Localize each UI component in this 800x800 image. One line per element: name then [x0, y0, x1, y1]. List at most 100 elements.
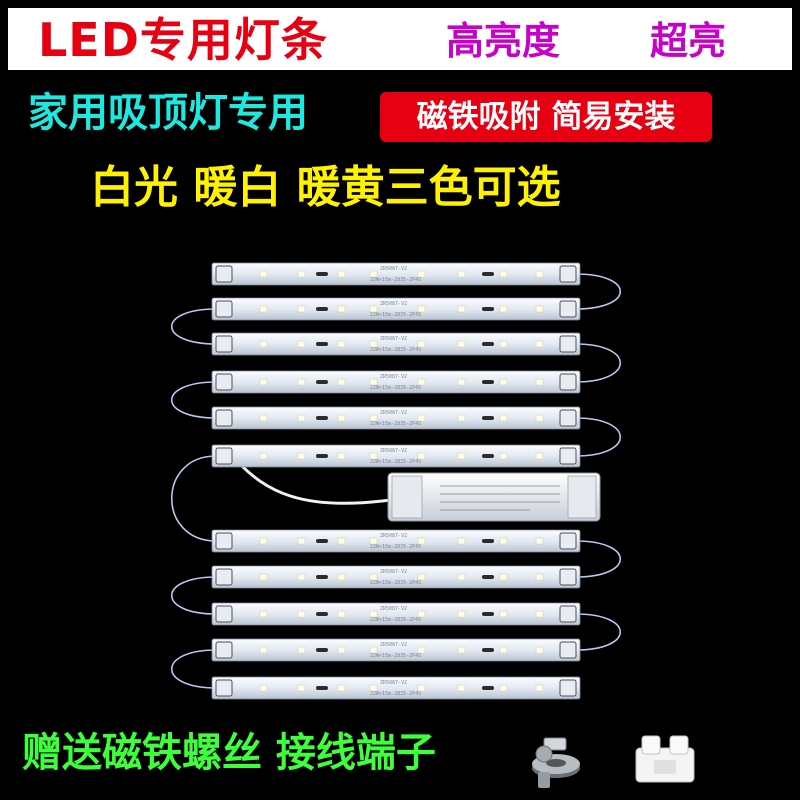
led-chip [259, 378, 268, 386]
led-chip [259, 646, 268, 654]
led-chip [259, 452, 268, 460]
strip-wire [575, 613, 621, 651]
pcb-spec-label: 22W×15m-2835-2P4S [370, 385, 421, 391]
led-chip [297, 684, 306, 692]
led-chip [417, 537, 426, 545]
color-options-text: 白光 暖白 暖黄三色可选 [90, 162, 561, 213]
pcb-spec-label: 22W×15m-2835-2P4S [370, 544, 421, 550]
led-chip [369, 537, 378, 545]
connecting-wires [171, 273, 621, 689]
led-chip [535, 305, 544, 313]
led-driver [387, 472, 601, 522]
led-chip [499, 573, 508, 581]
led-chip [337, 684, 346, 692]
led-chip [337, 305, 346, 313]
led-strip: ZR5087-V2 22W×15m-2835-2P4S [211, 638, 581, 662]
pcb-spec-label: 22W×15m-2835-2P4S [370, 459, 421, 465]
led-chip [417, 270, 426, 278]
product-title: LED专用灯条 [38, 13, 328, 67]
led-chip [369, 414, 378, 422]
led-chip [369, 378, 378, 386]
led-chip [297, 378, 306, 386]
led-strip: ZR5087-V2 22W×15m-2835-2P4S [211, 602, 581, 626]
led-chip [535, 452, 544, 460]
led-chip [259, 340, 268, 348]
led-chip [369, 684, 378, 692]
pcb-code-label: ZR5087-V2 [380, 533, 407, 539]
led-chip [417, 305, 426, 313]
strip-wire [575, 417, 621, 457]
led-chip [499, 414, 508, 422]
led-chip [337, 537, 346, 545]
led-chip [457, 270, 466, 278]
led-chip [535, 414, 544, 422]
pcb-code-label: ZR5087-V2 [380, 606, 407, 612]
led-chip [259, 414, 268, 422]
led-chip [535, 340, 544, 348]
strip-wire [171, 576, 217, 615]
pcb-spec-label: 22W×15m-2835-2P4S [370, 580, 421, 586]
led-chip [417, 573, 426, 581]
led-chip [259, 270, 268, 278]
led-chip [369, 305, 378, 313]
top-banner: LED专用灯条 高亮度 超亮 [8, 8, 792, 70]
led-chip [369, 340, 378, 348]
led-chip [499, 684, 508, 692]
led-chip [457, 414, 466, 422]
led-chip [499, 452, 508, 460]
led-chip [369, 270, 378, 278]
wire-terminal-icon [635, 735, 695, 783]
led-chip [457, 684, 466, 692]
feature-tag: 磁铁吸附 简易安装 [380, 92, 712, 142]
led-chip [457, 340, 466, 348]
led-chip [337, 378, 346, 386]
led-chip [297, 646, 306, 654]
pcb-code-label: ZR5087-V2 [380, 680, 407, 686]
led-chip [499, 537, 508, 545]
pcb-code-label: ZR5087-V2 [380, 266, 407, 272]
led-chip [457, 305, 466, 313]
led-chip [297, 340, 306, 348]
strip-wire [171, 381, 217, 419]
led-chip [499, 270, 508, 278]
led-chip [259, 573, 268, 581]
led-chip [297, 537, 306, 545]
led-chip [369, 646, 378, 654]
led-chip [297, 610, 306, 618]
led-chip [457, 378, 466, 386]
led-strip: ZR5087-V2 22W×15m-2835-2P4S [211, 529, 581, 553]
pcb-spec-label: 22W×15m-2835-2P4S [370, 617, 421, 623]
led-chip [259, 305, 268, 313]
pcb-code-label: ZR5087-V2 [380, 410, 407, 416]
pcb-spec-label: 22W×15m-2835-2P4S [370, 347, 421, 353]
pcb-code-label: ZR5087-V2 [380, 336, 407, 342]
pcb-spec-label: 22W×15m-2835-2P4S [370, 653, 421, 659]
led-chip [369, 452, 378, 460]
led-chip [535, 270, 544, 278]
led-chip [337, 414, 346, 422]
led-chip [535, 378, 544, 386]
strip-wire [171, 649, 217, 689]
usage-text: 家用吸顶灯专用 [28, 90, 308, 136]
strip-group: ZR5087-V2 22W×15m-2835-2P4S ZR5087-V2 22W×1… [211, 262, 581, 700]
driver-cable [236, 460, 391, 505]
pcb-code-label: ZR5087-V2 [380, 642, 407, 648]
pcb-spec-label: 22W×15m-2835-2P4S [370, 277, 421, 283]
pcb-code-label: ZR5087-V2 [380, 301, 407, 307]
strip-wire [575, 540, 621, 578]
led-chip [535, 646, 544, 654]
led-chip [499, 340, 508, 348]
led-chip [457, 573, 466, 581]
led-chip [457, 610, 466, 618]
led-chip [259, 684, 268, 692]
led-chip [417, 378, 426, 386]
led-chip [499, 378, 508, 386]
led-chip [337, 646, 346, 654]
pcb-spec-label: 22W×15m-2835-2P4S [370, 691, 421, 697]
led-chip [259, 610, 268, 618]
